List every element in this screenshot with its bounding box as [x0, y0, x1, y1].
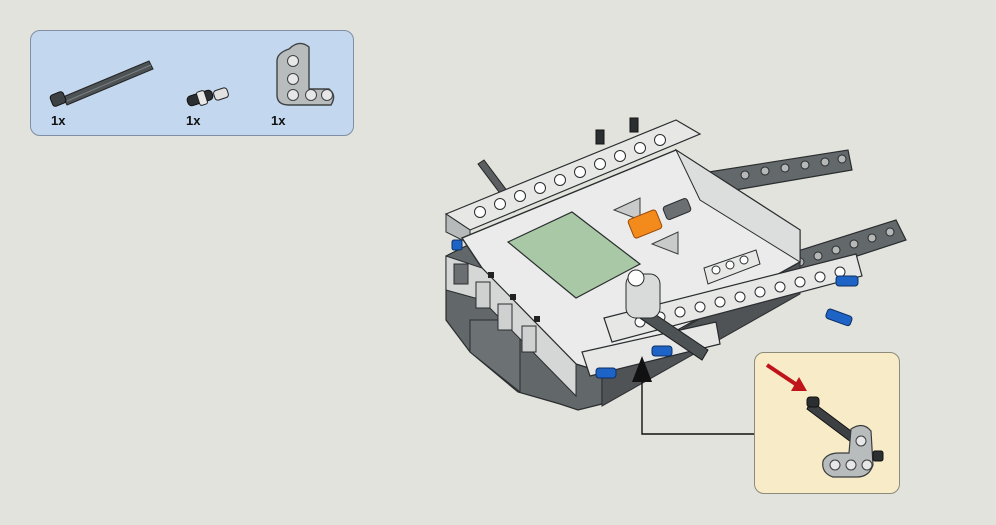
red-arrow-icon — [765, 363, 807, 391]
axle-pin-icon — [186, 87, 229, 107]
callout-panel — [754, 352, 900, 494]
part-quantity-angled-beam: 1x — [271, 113, 286, 128]
inserted-axle — [625, 269, 709, 361]
dark-grey-back-button — [662, 198, 692, 220]
axle-icon — [49, 60, 154, 107]
middle-right-beam — [703, 249, 761, 285]
lcd-screen — [506, 211, 642, 299]
angled-beam-icon — [276, 42, 335, 106]
right-arrow-button — [650, 231, 679, 255]
parts-svg — [49, 42, 335, 107]
axle-into-beam-detail-icon — [765, 363, 884, 478]
brick-top-surface — [460, 148, 801, 373]
parts-list-panel: 1x 1x 1x — [30, 30, 354, 136]
blue-pins — [451, 239, 859, 379]
side-ports — [445, 255, 577, 398]
left-arrow-button — [612, 197, 641, 221]
part-quantity-axle: 1x — [51, 113, 66, 128]
top-back-beam — [444, 117, 702, 245]
orange-enter-button — [627, 209, 663, 239]
part-quantity-axle-pin: 1x — [186, 113, 201, 128]
front-beam-middle — [603, 253, 863, 343]
